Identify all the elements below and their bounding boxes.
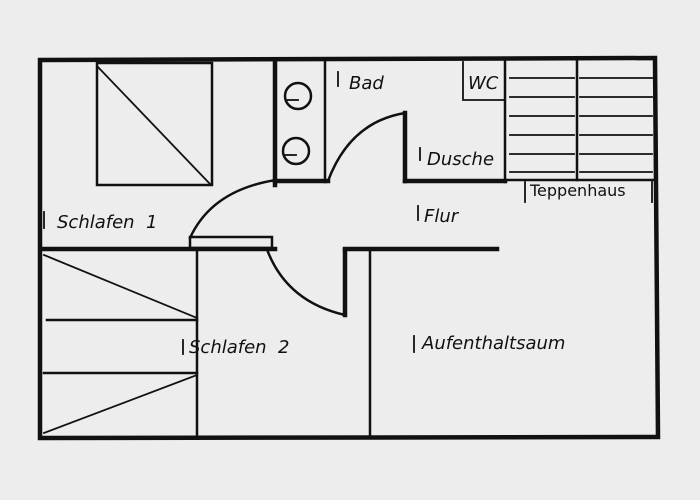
room-label-schlafen-2: Schlafen 2: [189, 337, 289, 358]
bed-schlafen-2-bottom: [42, 371, 199, 435]
bed-schlafen-1: [95, 61, 214, 187]
door-bathroom: [326, 111, 407, 183]
outer-walls: [37, 55, 661, 441]
bathroom-walls: [272, 57, 508, 188]
sink-top: [283, 81, 313, 111]
label-ticks: [43, 71, 421, 355]
staircase: [505, 58, 657, 203]
room-label-wc: WC: [468, 73, 499, 94]
room-label-flur: Flur: [424, 206, 460, 227]
interior-walls: [39, 235, 500, 438]
room-label-schlafen-1: Schlafen 1: [57, 212, 157, 233]
room-label-bad: Bad: [349, 73, 384, 94]
room-label-treppenhaus: Teppenhaus: [529, 181, 626, 200]
room-label-aufenthaltsraum: Aufenthaltsaum: [421, 333, 565, 354]
sink-bottom: [281, 136, 311, 166]
door-schlafen-2: [266, 250, 347, 317]
bed-schlafen-2-top: [42, 253, 199, 322]
room-label-dusche: Dusche: [427, 149, 494, 170]
wc-box: [462, 61, 506, 101]
door-schlafen-1: [188, 178, 278, 240]
